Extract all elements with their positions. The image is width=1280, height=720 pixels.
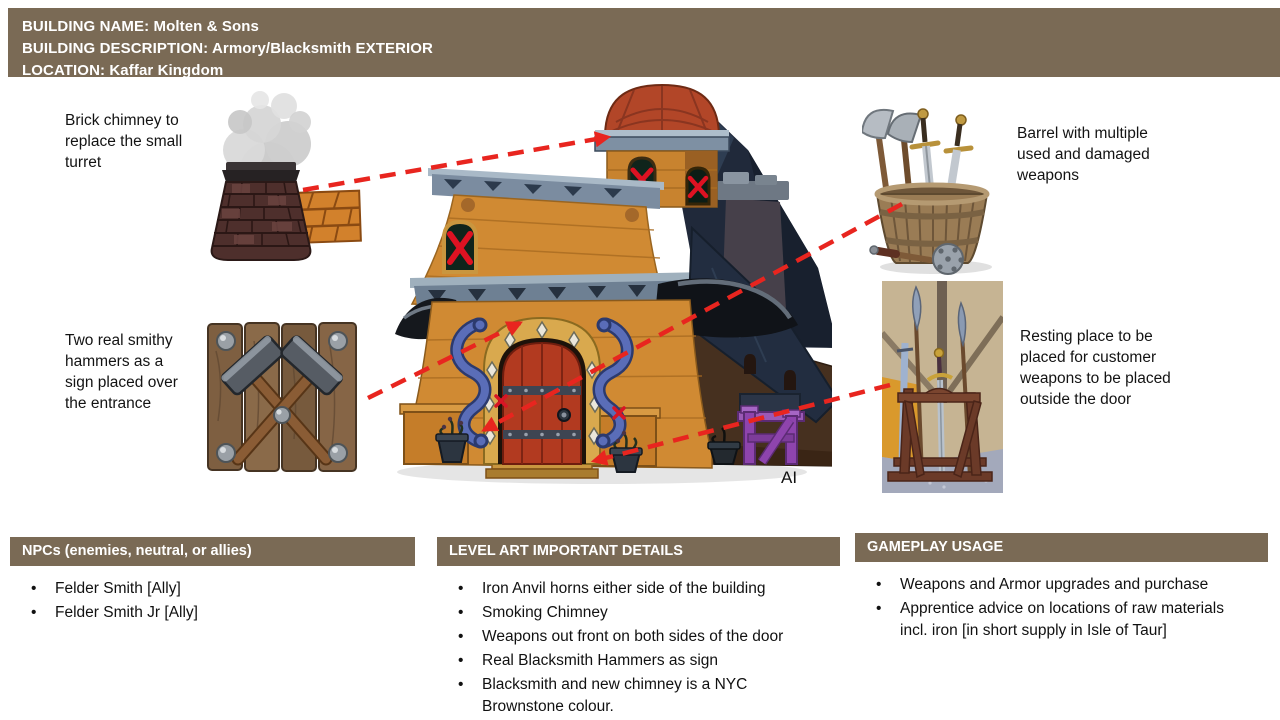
ai-image-caption: AI (781, 468, 798, 487)
gameplay-usage-panel-header: GAMEPLAY USAGE (855, 533, 1268, 562)
npcs-panel: NPCs (enemies, neutral, or allies) Felde… (10, 537, 415, 626)
npcs-list: Felder Smith [Ally] Felder Smith Jr [All… (10, 578, 415, 624)
chimney-annotation-text: Brick chimney to replace the small turre… (65, 112, 183, 171)
hammer-handles (231, 372, 333, 466)
wooden-rack (887, 387, 993, 482)
list-item: Weapons out front on both sides of the d… (437, 626, 840, 648)
gameplay-usage-panel: GAMEPLAY USAGE Weapons and Armor upgrade… (855, 533, 1268, 644)
barrel-annotation-text: Barrel with multiple used and damaged we… (1017, 125, 1150, 184)
red-x-mark (447, 231, 473, 265)
weapon-rack-photo (882, 281, 1003, 493)
list-item: Blacksmith and new chimney is a NYC Brow… (437, 674, 840, 718)
crossed-hammers-sign-image (207, 322, 357, 472)
brick-chimney-smoke-image (210, 91, 362, 261)
level-art-panel-header: LEVEL ART IMPORTANT DETAILS (437, 537, 840, 566)
metal-studs (216, 331, 348, 463)
building-description-line: BUILDING DESCRIPTION: Armory/Blacksmith … (22, 40, 433, 57)
list-item: Felder Smith Jr [Ally] (10, 602, 415, 624)
list-item: Real Blacksmith Hammers as sign (437, 650, 840, 672)
rack-annotation-text: Resting place to be placed for customer … (1020, 328, 1171, 408)
smoke-plume (223, 91, 311, 198)
header-bar: BUILDING NAME: Molten & Sons BUILDING DE… (8, 8, 1280, 79)
gameplay-usage-list: Weapons and Armor upgrades and purchase … (855, 574, 1268, 642)
level-art-panel: LEVEL ART IMPORTANT DETAILS Iron Anvil h… (437, 537, 840, 720)
list-item: Apprentice advice on locations of raw ma… (855, 598, 1268, 642)
chimney-body (210, 162, 312, 261)
entrance-door (483, 316, 601, 465)
weapons-barrel-image (862, 108, 992, 275)
building-name-line: BUILDING NAME: Molten & Sons (22, 18, 259, 35)
hammers-annotation-text: Two real smithy hammers as a sign placed… (65, 332, 178, 412)
npcs-panel-header: NPCs (enemies, neutral, or allies) (10, 537, 415, 566)
level-art-list: Iron Anvil horns either side of the buil… (437, 578, 840, 718)
list-item: Iron Anvil horns either side of the buil… (437, 578, 840, 600)
blacksmith-building-concept-art (395, 83, 832, 484)
list-item: Smoking Chimney (437, 602, 840, 624)
list-item: Felder Smith [Ally] (10, 578, 415, 600)
turret (594, 83, 730, 208)
location-line: LOCATION: Kaffar Kingdom (22, 62, 224, 79)
red-x-mark (687, 175, 709, 199)
list-item: Weapons and Armor upgrades and purchase (855, 574, 1268, 596)
hammer-heads (221, 335, 343, 396)
